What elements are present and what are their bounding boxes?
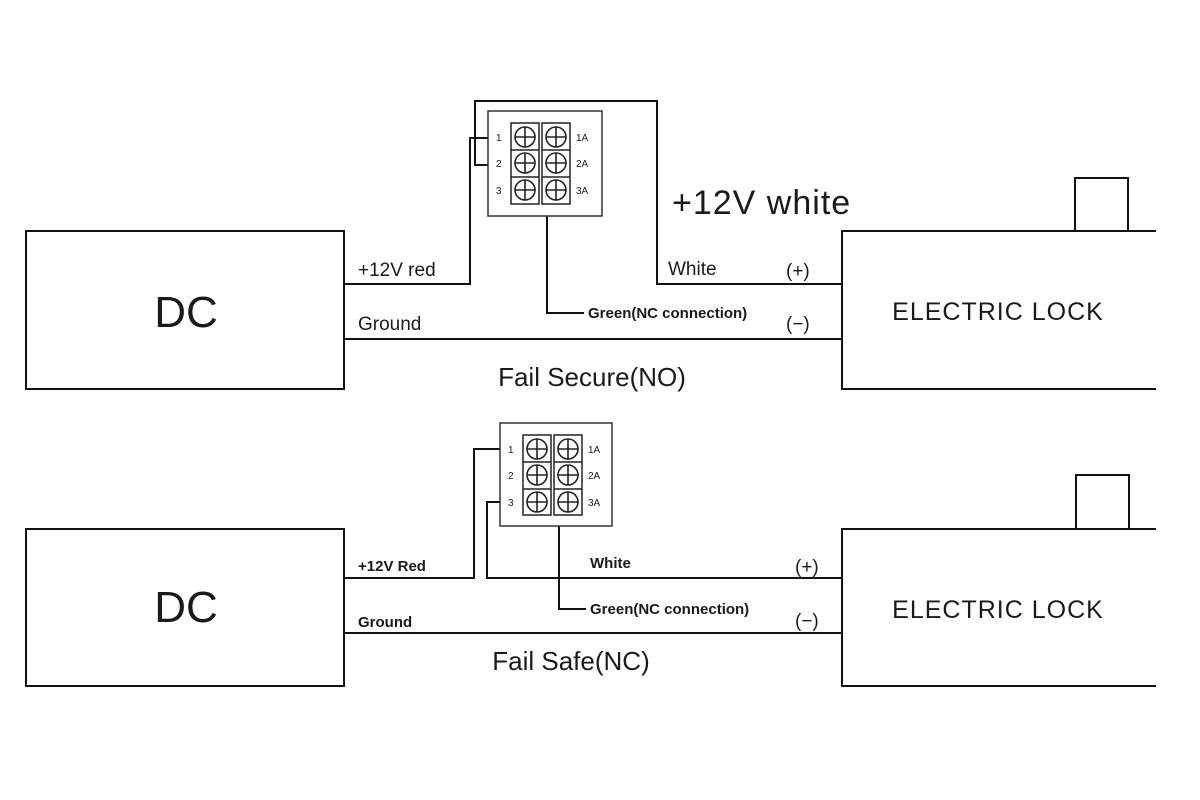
red-wire-top: [344, 137, 488, 285]
pin-2a-bottom: 2A: [588, 471, 601, 482]
green-wire-label-top: Green(NC connection): [588, 305, 747, 322]
pin-3-top: 3: [496, 186, 502, 197]
dc-power-supply-top: [25, 230, 345, 390]
pin-2-top: 2: [496, 159, 502, 170]
electric-lock-top: [841, 230, 1156, 390]
red-wire-label-bottom: +12V Red: [358, 558, 426, 575]
white-wire-top: [474, 100, 842, 285]
pin-2a-top: 2A: [576, 159, 589, 170]
plus-label-bottom: (+): [795, 557, 819, 578]
ground-wire-label-top: Ground: [358, 314, 421, 335]
white-wire-label-top: White: [668, 259, 717, 280]
fail-secure-caption: Fail Secure(NO): [498, 362, 686, 392]
green-wire-label-bottom: Green(NC connection): [590, 601, 749, 618]
minus-label-top: (−): [786, 314, 810, 335]
electric-lock-bottom: [841, 528, 1156, 687]
lock-latch-top: [1074, 177, 1129, 232]
electric-lock-label-bottom: ELECTRIC LOCK: [892, 596, 1104, 624]
dc-label-bottom: DC: [154, 583, 218, 632]
dc-power-supply-bottom: [25, 528, 345, 687]
pin-2-bottom: 2: [508, 471, 514, 482]
pin-3-bottom: 3: [508, 498, 514, 509]
plus-label-top: (+): [786, 261, 810, 282]
fail-safe-diagram: DC ELECTRIC LOCK 1: [25, 422, 1156, 687]
pin-1-bottom: 1: [508, 445, 514, 456]
red-wire-label-top: +12V red: [358, 260, 436, 281]
white-wire-bottom: [486, 501, 842, 579]
electric-lock-label-top: ELECTRIC LOCK: [892, 298, 1104, 326]
ground-wire-label-bottom: Ground: [358, 614, 412, 631]
dc-label-top: DC: [154, 288, 218, 337]
fail-safe-caption: Fail Safe(NC): [492, 646, 649, 676]
red-wire-bottom: [344, 448, 500, 579]
green-wire-bottom: [558, 515, 586, 610]
pin-3a-top: 3A: [576, 186, 589, 197]
terminal-block-top: 1 2 3 1A 2A 3A: [487, 110, 603, 217]
plus-12v-white-note: +12V white: [672, 184, 851, 222]
pin-1-top: 1: [496, 133, 502, 144]
terminal-block-bottom: 1 2 3 1A 2A 3A: [499, 422, 613, 527]
pin-1a-bottom: 1A: [588, 445, 601, 456]
minus-label-bottom: (−): [795, 611, 819, 632]
fail-secure-diagram: DC ELECTRIC LOCK 1: [25, 100, 1156, 392]
lock-latch-bottom: [1075, 474, 1130, 530]
pin-3a-bottom: 3A: [588, 498, 601, 509]
pin-1a-top: 1A: [576, 133, 589, 144]
green-wire-top: [546, 204, 584, 314]
white-wire-label-bottom: White: [590, 555, 631, 572]
